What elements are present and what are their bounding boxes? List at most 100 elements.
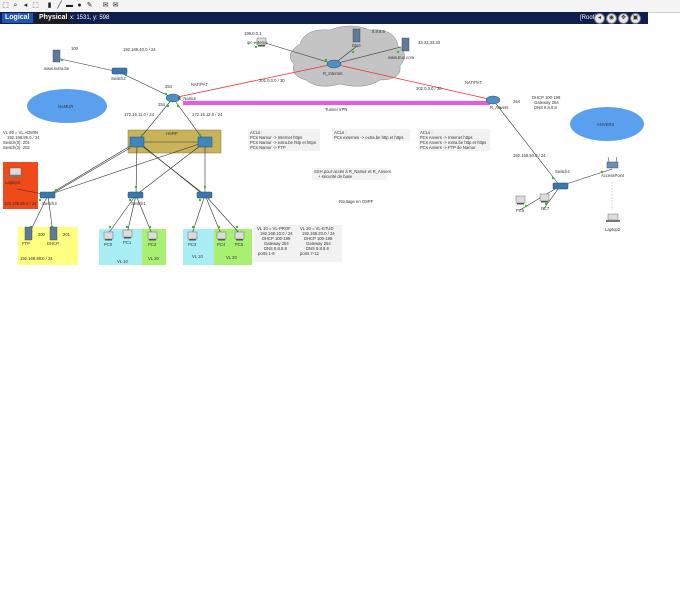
- vl10-label-left: VL 10: [117, 259, 128, 264]
- internet-router-label: R_Internet: [323, 71, 343, 76]
- switch1[interactable]: [127, 191, 144, 199]
- note-vlan20: VL 20 = VL-ETUD 192.168.20.0 / 24 DHCP 1…: [298, 225, 342, 262]
- draw-line-icon[interactable]: ╱: [57, 2, 62, 9]
- laptop2[interactable]: [606, 213, 620, 222]
- resize-icon[interactable]: ⬚: [32, 2, 39, 9]
- anvers-area-label: ANVERS: [597, 122, 614, 127]
- vlan10-zone-right: [183, 229, 214, 265]
- select-icon[interactable]: ⬚: [2, 2, 9, 9]
- dhcp-ip: 201: [63, 232, 71, 237]
- lan-40-label: 192.168.40.0 / 24: [123, 47, 156, 52]
- pdu-icon[interactable]: ✉: [102, 2, 109, 9]
- vlan10-line-4: Gateway 254: [264, 241, 289, 246]
- nat-pat-right: NAT/PAT: [465, 80, 482, 85]
- pc7[interactable]: [539, 193, 550, 203]
- note-acl-anvers: ACLs : PCs Anvers -> Internet https PCs …: [418, 129, 490, 151]
- root-breadcrumb[interactable]: [Root]: [580, 15, 597, 21]
- vl10-label-right: VL 10: [192, 254, 203, 259]
- ssh-line-1: SSH pour accès à R_Namur et R_Anvers: [314, 169, 391, 174]
- acl-ext-line-2: PCs externes -> extra.be http et https: [334, 135, 403, 140]
- router-anvers-ip: 254: [513, 99, 521, 104]
- switch3[interactable]: [39, 191, 56, 199]
- pc4[interactable]: [216, 231, 227, 241]
- vlan10-line-2: 192.168.10.0 / 24: [260, 231, 293, 236]
- vlan20-line-2: 192.168.20.0 / 24: [302, 231, 335, 236]
- pc2-label: PC2: [148, 242, 157, 247]
- wan-link-namur: [172, 63, 335, 99]
- server-dhcp[interactable]: [49, 226, 58, 241]
- switch5[interactable]: [196, 191, 213, 199]
- new-cluster-icon[interactable]: ◉: [606, 13, 617, 24]
- acl-anvers-line-3: PCs Anvers -> extra.be http et https: [420, 140, 486, 145]
- draw-rect-icon[interactable]: ▬: [66, 2, 73, 9]
- ssh-line-2: + sécurité de base: [318, 174, 353, 179]
- complex-pdu-icon[interactable]: ✉: [112, 2, 119, 9]
- dns-ip: 8.8.8.8: [372, 29, 385, 34]
- laptop0[interactable]: [8, 167, 23, 177]
- laptop0-label: Laptop0: [5, 180, 21, 185]
- tab-logical[interactable]: Logical: [2, 13, 33, 23]
- vlan20-line-3: DHCP 100-199: [304, 236, 333, 241]
- router-namur[interactable]: [165, 93, 181, 103]
- nat-pat-left: NAT/PAT: [191, 82, 208, 87]
- pc4-label: PC4: [217, 242, 226, 247]
- inspect-icon[interactable]: ⌕: [13, 2, 18, 9]
- acl-namur-line-1: ACLs :: [250, 130, 263, 135]
- pc0[interactable]: [103, 231, 114, 241]
- server-dns[interactable]: [352, 28, 361, 43]
- wan-left-label: 201.0.0.0 / 30: [259, 78, 285, 83]
- back-icon[interactable]: ◂: [594, 13, 605, 24]
- server-www-truc[interactable]: [401, 37, 410, 52]
- dns-label: DNS: [352, 43, 361, 48]
- tab-physical[interactable]: Physical: [36, 13, 71, 23]
- switch4[interactable]: [552, 182, 569, 190]
- vlan10-line-1: VL 10 = VL-PROF: [257, 226, 291, 231]
- note-ssh: SSH pour accès à R_Namur et R_Anvers + s…: [312, 168, 391, 180]
- pc-ipc-externe[interactable]: [256, 37, 267, 47]
- anvers-dhcp-2: Gateway 254: [534, 100, 559, 105]
- pc5[interactable]: [234, 231, 245, 241]
- router-anvers[interactable]: [485, 95, 501, 105]
- ipc-ip: 199.0.0.1: [244, 31, 262, 36]
- pc6[interactable]: [515, 195, 526, 205]
- ipc-label: ipc-externe: [247, 40, 268, 45]
- freeform-icon[interactable]: ✎: [86, 2, 93, 9]
- internet-cloud: [289, 25, 405, 87]
- switch2[interactable]: [111, 67, 128, 75]
- pc1[interactable]: [122, 229, 133, 239]
- router-internet[interactable]: [326, 59, 342, 69]
- set-tiled-background-icon[interactable]: ▣: [630, 13, 641, 24]
- switch1-label: Switch1: [131, 201, 146, 206]
- vlan20-line-4: Gateway 254: [306, 241, 331, 246]
- router-namur-label: R_Namur: [178, 96, 197, 101]
- acl-namur-line-4: PCs Namur -> FTP: [250, 145, 286, 150]
- laptop2-label: Laptop2: [605, 227, 621, 232]
- vlan10-line-3: DHCP 100-199: [262, 236, 291, 241]
- delete-icon[interactable]: ◂: [23, 2, 28, 9]
- move-object-icon[interactable]: ✥: [618, 13, 629, 24]
- pc3-label: PC3: [188, 242, 197, 247]
- multilayer-switch-left[interactable]: [129, 136, 145, 148]
- switch4-label: Switch4: [555, 169, 570, 174]
- topology-canvas[interactable]: NAMUR ANVERS HSRP: [0, 24, 680, 612]
- wan-link-anvers: [333, 63, 494, 101]
- note-vlan-admin: VL 99 = VL ADMIN 192.168.99.0 / 24 Switc…: [3, 130, 40, 150]
- multilayer-switch-right[interactable]: [197, 136, 213, 148]
- pc0-label: PC0: [104, 242, 113, 247]
- note-icon[interactable]: ▮: [47, 2, 52, 9]
- access-point[interactable]: [606, 156, 619, 169]
- switch3-label: Switch3: [42, 201, 57, 206]
- namur-link-2: 172.16.12.0 / 24: [192, 112, 223, 117]
- namur-area-label: NAMUR: [58, 104, 73, 109]
- truc-label: www.truc.com: [388, 55, 415, 60]
- dhcp-label: DHCP: [47, 241, 59, 246]
- server-www-sutra[interactable]: [52, 49, 61, 63]
- vlan-admin-line-1: VL 99 = VL ADMIN: [3, 130, 38, 135]
- ftp-label: FTP: [22, 241, 30, 246]
- draw-ellipse-icon[interactable]: ●: [77, 2, 82, 9]
- accesspoint-label: AccessPoint: [601, 173, 625, 178]
- pc3[interactable]: [187, 231, 198, 241]
- router-namur-ip-b: 254: [158, 102, 166, 107]
- pc2[interactable]: [147, 231, 158, 241]
- server-ftp[interactable]: [24, 226, 33, 241]
